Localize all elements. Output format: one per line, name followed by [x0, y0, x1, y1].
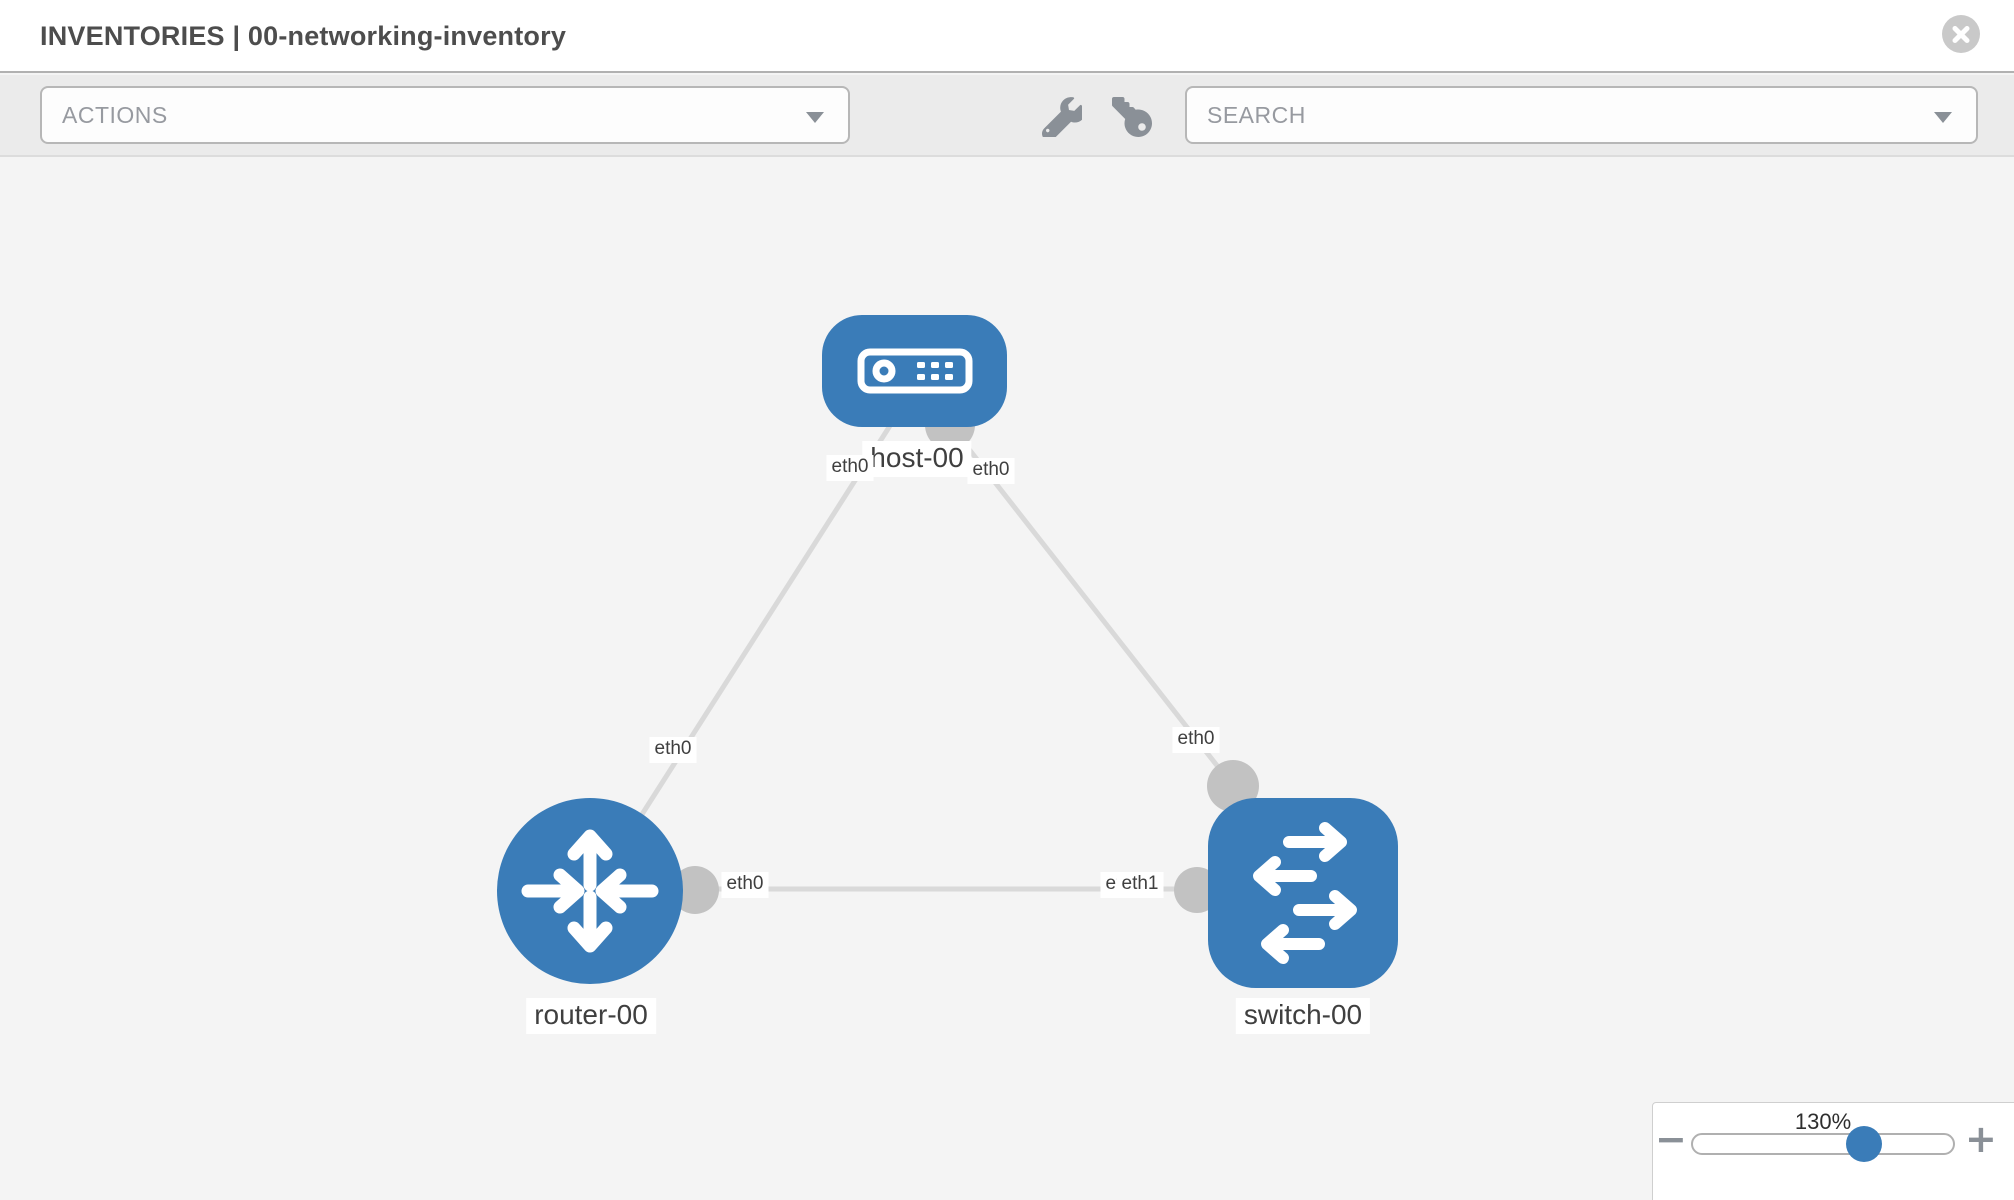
- interface-connector[interactable]: [671, 866, 719, 914]
- toggle-keys-button[interactable]: [1112, 97, 1156, 141]
- interface-label: eth0: [826, 455, 874, 481]
- zoom-out-button[interactable]: −: [1655, 1117, 1687, 1161]
- key-icon: [1112, 97, 1152, 137]
- host-icon: [857, 348, 972, 394]
- actions-dropdown-label: ACTIONS: [62, 102, 168, 128]
- node-label-host: host-00: [862, 441, 972, 477]
- topology-canvas[interactable]: host-00 router-00 switch-00 eth0 eth0 et…: [0, 159, 2014, 1200]
- zoom-slider-track[interactable]: [1691, 1133, 1955, 1155]
- router-icon: [521, 829, 659, 953]
- chevron-down-icon: [1934, 112, 1952, 123]
- search-dropdown[interactable]: SEARCH: [1185, 86, 1978, 144]
- node-label-switch: switch-00: [1235, 998, 1371, 1034]
- toolbar: ACTIONS SEARCH: [0, 75, 2014, 157]
- page-title: INVENTORIES | 00-networking-inventory: [40, 21, 567, 51]
- zoom-slider-thumb[interactable]: [1846, 1126, 1882, 1162]
- link-host-switch[interactable]: [948, 423, 1235, 788]
- toggle-tools-button[interactable]: [1041, 97, 1086, 141]
- node-host-00[interactable]: [822, 315, 1007, 427]
- zoom-in-button[interactable]: +: [1965, 1117, 1997, 1161]
- interface-label: eth1: [1116, 872, 1164, 898]
- chevron-down-icon: [806, 112, 824, 123]
- switch-icon: [1253, 822, 1357, 964]
- zoom-level: 130%: [1794, 1109, 1852, 1134]
- wrench-icon: [1041, 97, 1086, 141]
- node-label-router: router-00: [526, 998, 656, 1034]
- interface-label: eth0: [967, 458, 1015, 484]
- interface-label: eth0: [721, 872, 769, 898]
- close-button[interactable]: [1942, 15, 1980, 53]
- zoom-control-panel: 130% − +: [1652, 1102, 2014, 1200]
- link-host-router[interactable]: [592, 408, 903, 890]
- node-switch-00[interactable]: [1208, 798, 1398, 988]
- panel-header: INVENTORIES | 00-networking-inventory: [0, 0, 2014, 73]
- search-dropdown-label: SEARCH: [1207, 102, 1306, 128]
- interface-label: eth0: [649, 737, 697, 763]
- interface-label: eth0: [1172, 727, 1220, 753]
- node-router-00[interactable]: [497, 798, 683, 984]
- actions-dropdown[interactable]: ACTIONS: [40, 86, 850, 144]
- topology-links-layer: [592, 400, 1300, 914]
